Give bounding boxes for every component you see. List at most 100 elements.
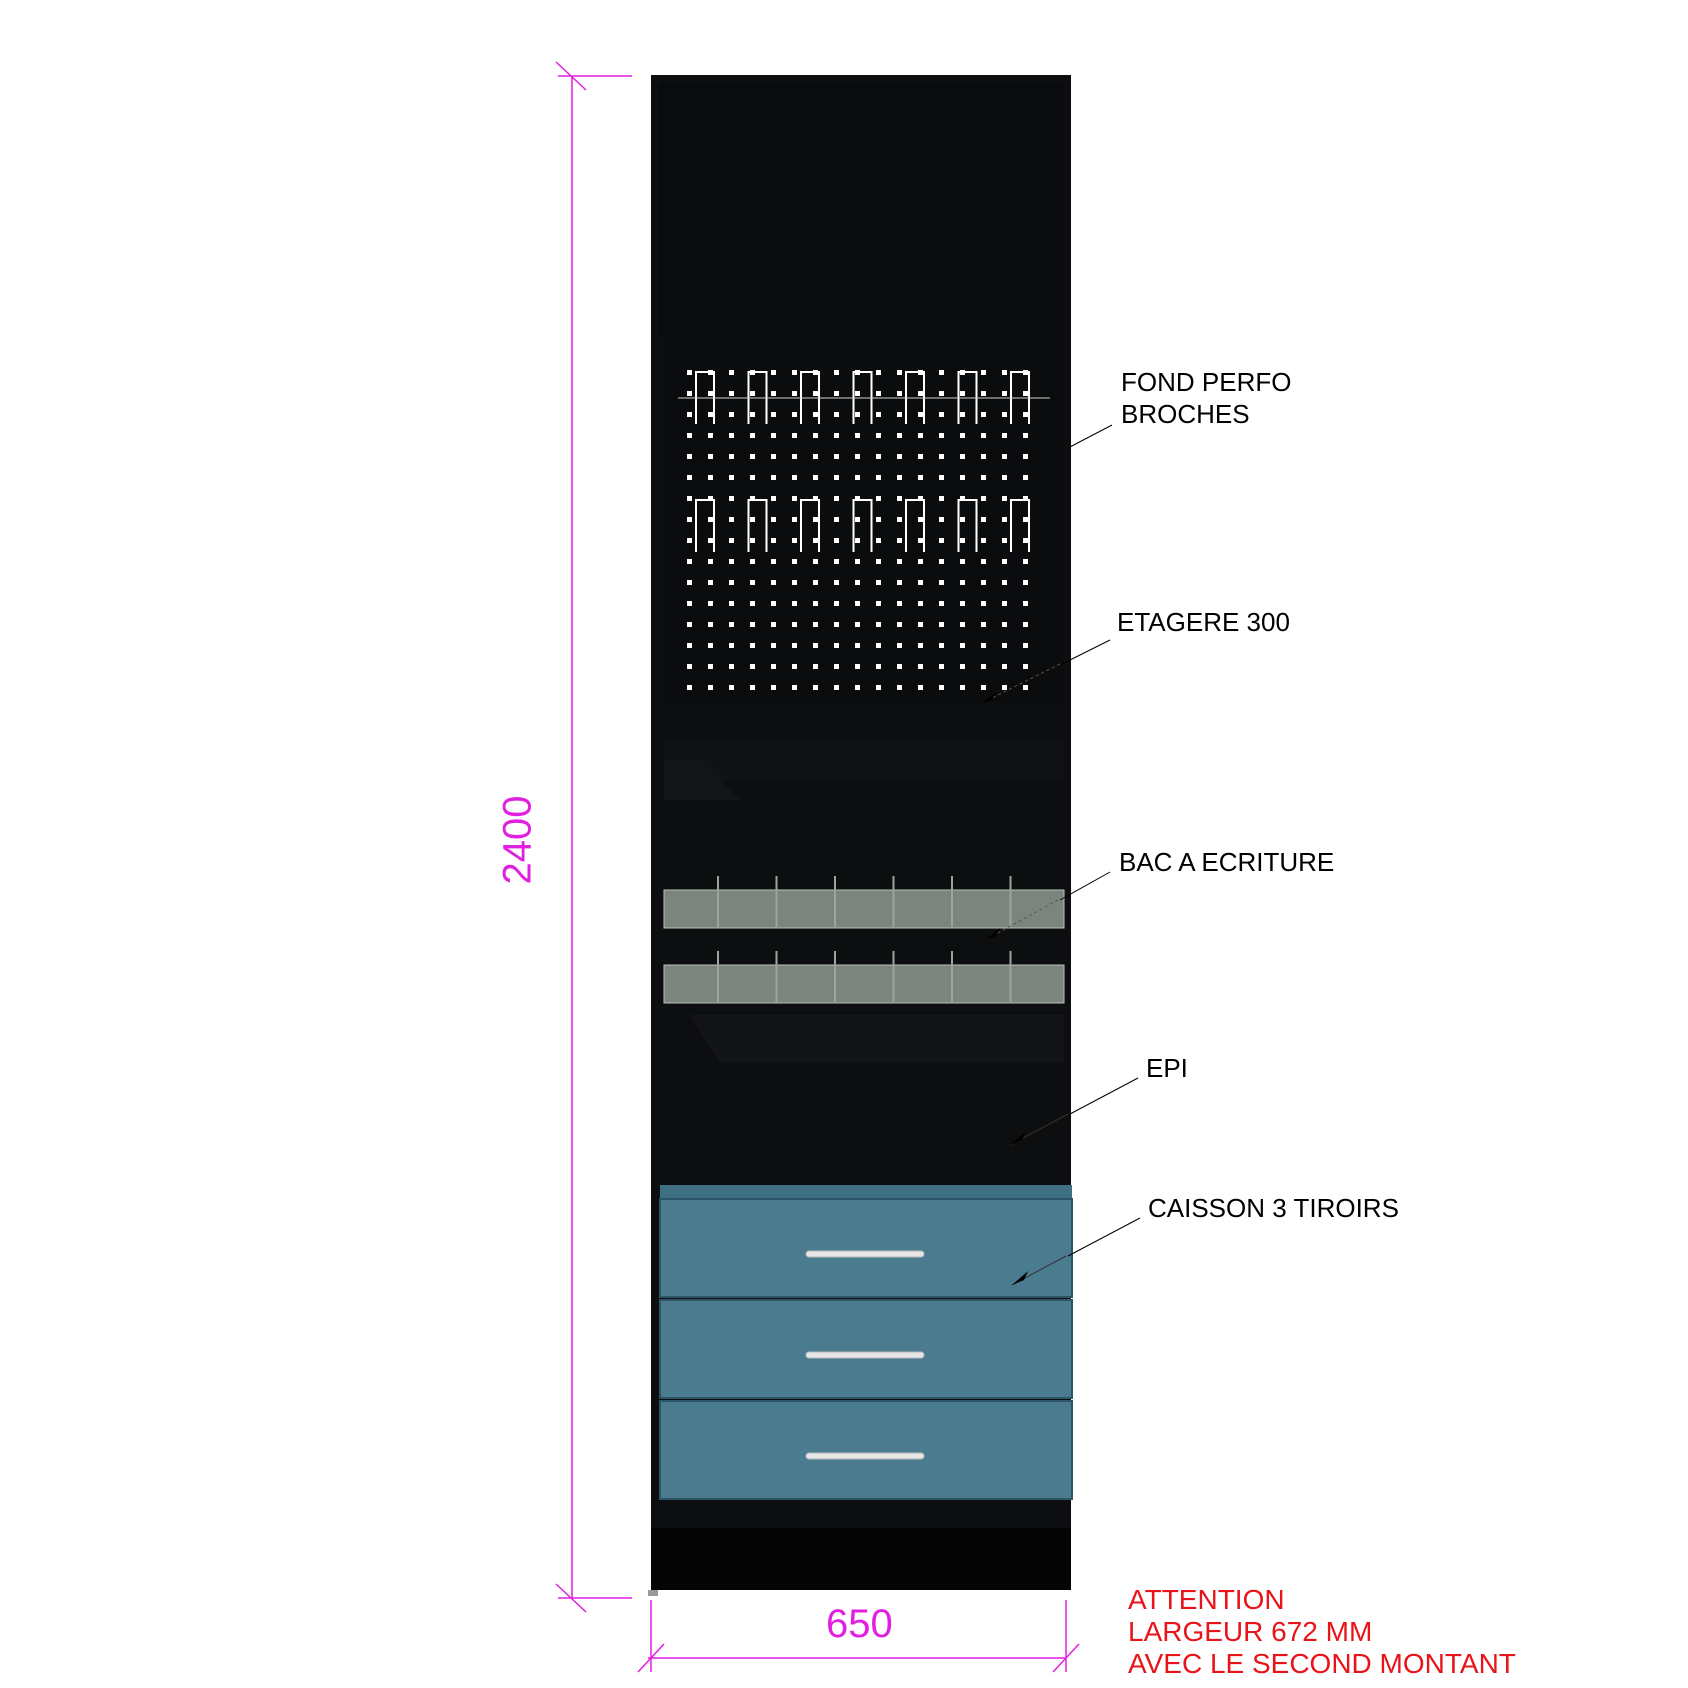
perforation-hole: [834, 496, 839, 501]
perforation-hole: [918, 622, 923, 627]
perforation-hole: [792, 496, 797, 501]
perforation-hole: [897, 559, 902, 564]
label-caisson: CAISSON 3 TIROIRS: [1148, 1193, 1399, 1223]
perforation-hole: [771, 559, 776, 564]
writing-tray: [663, 964, 1065, 1004]
perforation-hole: [813, 412, 818, 417]
perforation-hole: [750, 433, 755, 438]
label-fond-perfo-line1: FOND PERFO: [1121, 367, 1292, 397]
perforation-hole: [729, 664, 734, 669]
perforation-hole: [729, 601, 734, 606]
perforation-hole: [939, 538, 944, 543]
perforation-hole: [834, 454, 839, 459]
perforation-hole: [792, 454, 797, 459]
perforation-hole: [792, 580, 797, 585]
perforation-hole: [813, 496, 818, 501]
peg-hook: [852, 499, 873, 552]
perforation-hole: [939, 433, 944, 438]
perforation-hole: [792, 559, 797, 564]
perforation-hole: [687, 475, 692, 480]
perforation-hole: [981, 454, 986, 459]
perforation-hole: [918, 517, 923, 522]
perforation-hole: [1002, 580, 1007, 585]
perforation-hole: [897, 538, 902, 543]
perforation-hole: [1002, 622, 1007, 627]
perforation-hole: [1002, 517, 1007, 522]
perforation-hole: [876, 664, 881, 669]
perforation-hole: [939, 475, 944, 480]
drawer-front: [659, 1400, 1073, 1500]
perforation-hole: [687, 664, 692, 669]
perforation-hole: [792, 664, 797, 669]
perforation-hole: [792, 475, 797, 480]
perforation-hole: [750, 580, 755, 585]
peg-hook: [695, 499, 715, 552]
perforation-hole: [1023, 454, 1028, 459]
perforation-hole: [981, 496, 986, 501]
perforation-hole: [792, 538, 797, 543]
perforation-hole: [1023, 391, 1028, 396]
perforation-hole: [750, 412, 755, 417]
perforation-hole: [855, 601, 860, 606]
floor-marker: [648, 1590, 658, 1596]
perforation-hole: [1023, 412, 1028, 417]
perforation-hole: [960, 664, 965, 669]
perforation-hole: [981, 580, 986, 585]
perforation-hole: [1002, 454, 1007, 459]
perforation-hole: [771, 370, 776, 375]
perforation-hole: [1023, 685, 1028, 690]
top-section: [658, 82, 1064, 337]
perforation-hole: [876, 370, 881, 375]
peg-hook: [800, 499, 820, 552]
perforation-hole: [960, 622, 965, 627]
perforation-hole: [918, 433, 923, 438]
perforation-hole: [729, 496, 734, 501]
perforation-hole: [750, 454, 755, 459]
perforation-hole: [1023, 475, 1028, 480]
perforation-hole: [855, 559, 860, 564]
epi-shelf: [690, 1015, 1064, 1062]
perforation-hole: [939, 601, 944, 606]
perforation-hole: [981, 412, 986, 417]
perforation-hole: [771, 454, 776, 459]
perforation-hole: [960, 538, 965, 543]
perforation-hole: [876, 412, 881, 417]
warning-note: ATTENTION LARGEUR 672 MM AVEC LE SECOND …: [1128, 1584, 1516, 1680]
perforation-hole: [813, 391, 818, 396]
shelf-300: [664, 740, 1064, 780]
perforation-hole: [855, 622, 860, 627]
perforation-hole: [708, 475, 713, 480]
perforation-hole: [729, 580, 734, 585]
drawer-front: [659, 1198, 1073, 1298]
perforation-hole: [687, 622, 692, 627]
perforation-hole: [939, 685, 944, 690]
perforation-hole: [708, 412, 713, 417]
perforation-hole: [750, 475, 755, 480]
perforation-hole: [918, 412, 923, 417]
perforation-hole: [687, 517, 692, 522]
perforation-hole: [960, 412, 965, 417]
perforation-hole: [792, 391, 797, 396]
perforation-hole: [729, 559, 734, 564]
perforation-hole: [708, 664, 713, 669]
perforation-hole: [960, 475, 965, 480]
perforation-hole: [687, 601, 692, 606]
perforation-hole: [1023, 643, 1028, 648]
perforation-hole: [939, 643, 944, 648]
perforation-hole: [792, 622, 797, 627]
perforation-hole: [687, 559, 692, 564]
perforation-hole: [981, 517, 986, 522]
perforation-hole: [750, 496, 755, 501]
perforation-hole: [813, 643, 818, 648]
perforation-hole: [1002, 391, 1007, 396]
perforation-hole: [750, 559, 755, 564]
perforation-hole: [960, 517, 965, 522]
perforation-hole: [687, 391, 692, 396]
perforation-hole: [897, 517, 902, 522]
perforation-hole: [918, 664, 923, 669]
perforation-hole: [981, 475, 986, 480]
perforation-hole: [687, 580, 692, 585]
perforation-hole: [876, 643, 881, 648]
perforation-hole: [687, 370, 692, 375]
perforation-hole: [813, 601, 818, 606]
